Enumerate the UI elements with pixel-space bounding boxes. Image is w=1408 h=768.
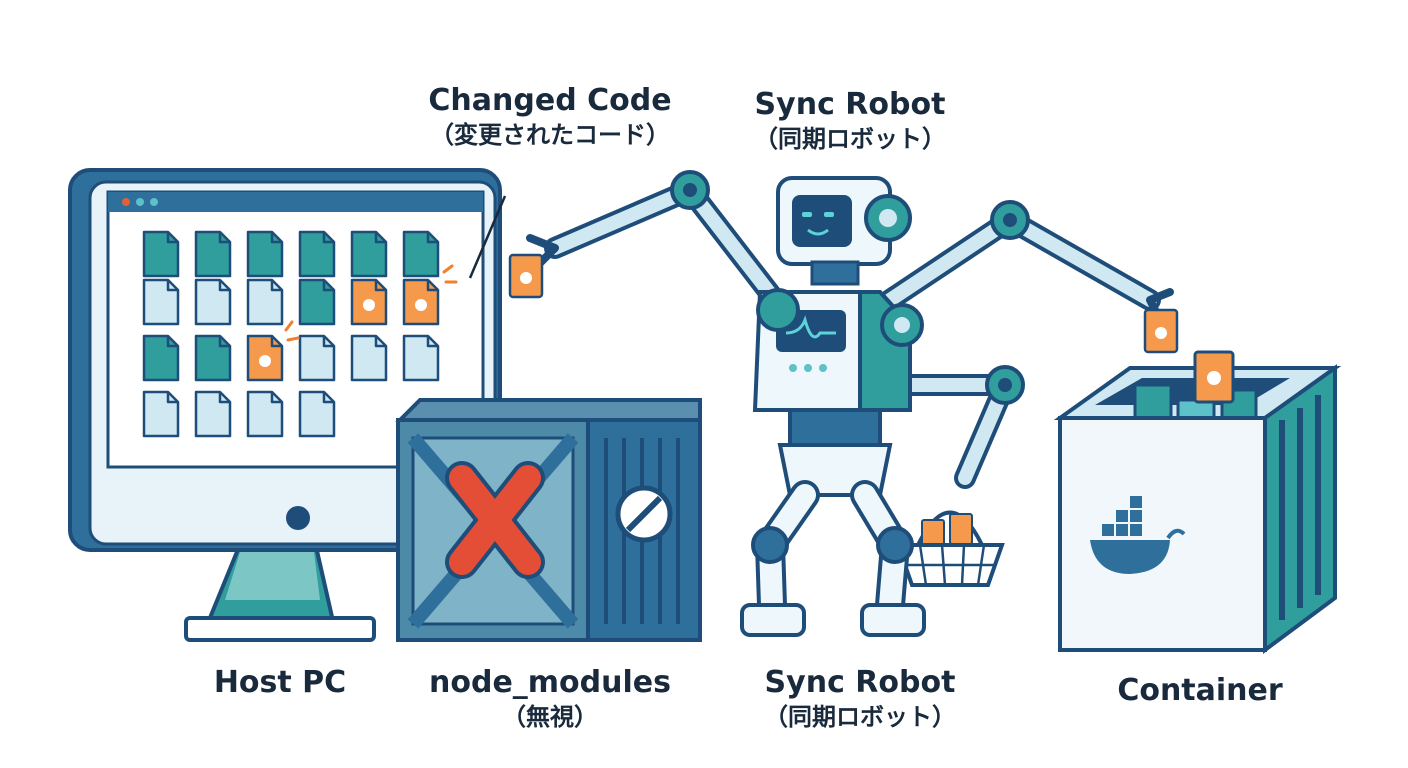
file-icon	[402, 230, 440, 278]
container-box	[1053, 350, 1342, 654]
changed-code-title: Changed Code	[428, 83, 672, 118]
sync-robot-bottom-subtitle: （同期ロボット）	[764, 702, 956, 731]
container-title: Container	[1117, 673, 1283, 708]
window-dot-icon	[150, 198, 158, 206]
red-x-icon	[445, 461, 545, 579]
sync-robot-top-label: Sync Robot （同期ロボット）	[740, 86, 960, 154]
file-grid	[142, 195, 507, 438]
file-icon	[350, 334, 388, 382]
sync-robot-bottom-title: Sync Robot	[764, 665, 956, 700]
changed-code-subtitle: （変更されたコード）	[430, 120, 670, 149]
window-dot-icon	[136, 198, 144, 206]
node-modules-title: node_modules	[429, 665, 671, 700]
node-modules-crate	[395, 398, 702, 642]
file-icon	[194, 230, 232, 278]
file-icon	[350, 230, 388, 278]
file-icon	[194, 278, 232, 326]
host-pc-title: Host PC	[213, 665, 347, 700]
file-icon	[298, 278, 336, 326]
file-icon	[142, 390, 180, 438]
file-icon	[298, 334, 336, 382]
file-icon	[246, 278, 284, 326]
file-icon	[194, 390, 232, 438]
sync-robot-top-title: Sync Robot	[754, 87, 946, 122]
node-modules-label: node_modules （無視）	[420, 664, 680, 732]
prohibited-icon	[615, 485, 673, 543]
sync-robot	[508, 170, 1179, 637]
file-icon	[298, 390, 336, 438]
changed-code-label: Changed Code （変更されたコード）	[420, 82, 680, 150]
file-icon	[142, 278, 180, 326]
sync-robot-bottom-label: Sync Robot （同期ロボット）	[740, 664, 980, 732]
basket-icon	[895, 510, 1005, 587]
docker-whale-icon	[1090, 496, 1186, 574]
file-icon	[246, 390, 284, 438]
file-icon	[246, 230, 284, 278]
gear-icon	[259, 299, 427, 367]
file-icon	[402, 334, 440, 382]
power-button-icon	[286, 506, 310, 530]
window-dot-red-icon	[122, 198, 130, 206]
change-spark-icon	[284, 264, 458, 342]
sync-robot-top-subtitle: （同期ロボット）	[754, 124, 946, 153]
callout-line	[468, 195, 507, 279]
container-label: Container	[1100, 672, 1300, 710]
file-icon	[194, 334, 232, 382]
node-modules-subtitle: （無視）	[502, 702, 598, 731]
file-icon	[142, 230, 180, 278]
file-icon	[298, 230, 336, 278]
file-icon	[142, 334, 180, 382]
host-pc-label: Host PC	[190, 664, 370, 702]
